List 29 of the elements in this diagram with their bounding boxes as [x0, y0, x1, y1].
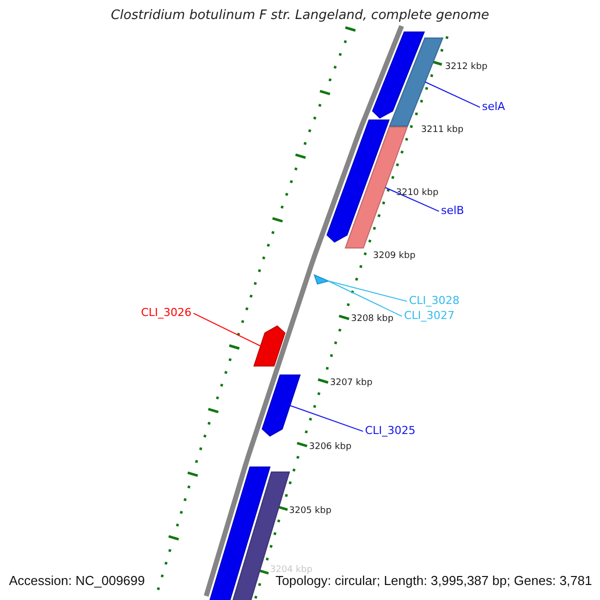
gene-segment: [326, 120, 390, 243]
genome-stats-text: Topology: circular; Length: 3,995,387 bp; Genes: 3,781: [275, 574, 592, 589]
leader-line: [289, 405, 364, 432]
tick-label: 3210 kbp: [396, 188, 438, 198]
tick-label: 3211 kbp: [421, 125, 464, 136]
gene-label: CLI_3028: [409, 295, 460, 308]
gene-segment: [388, 38, 444, 126]
tick-label: 3212 kbp: [445, 62, 488, 72]
leader-line: [384, 187, 440, 212]
gene-label: selB: [441, 205, 464, 218]
leader-line: [424, 82, 480, 108]
tick-label: 3207 kbp: [330, 378, 372, 388]
tick-label: 3205 kbp: [289, 506, 332, 516]
gene-segment: [262, 374, 301, 437]
leader-line: [328, 280, 402, 317]
tick-label: 3208 kbp: [351, 314, 394, 324]
tick-label: 3209 kbp: [373, 251, 416, 262]
gene-marker: [314, 274, 330, 285]
gene-label: CLI_3025: [365, 425, 416, 438]
gene-label: selA: [482, 101, 506, 114]
tick-label: 3206 kbp: [309, 442, 352, 452]
gene-segment: [253, 325, 286, 366]
gene-segment: [372, 32, 425, 119]
gene-label: CLI_3026: [141, 307, 192, 320]
gene-label: CLI_3027: [404, 310, 455, 323]
title: Clostridium botulinum F str. Langeland, complete genome: [110, 9, 490, 24]
leader-line: [328, 280, 408, 302]
accession-text: Accession: NC_009699: [9, 574, 145, 589]
leader-line: [193, 312, 262, 346]
